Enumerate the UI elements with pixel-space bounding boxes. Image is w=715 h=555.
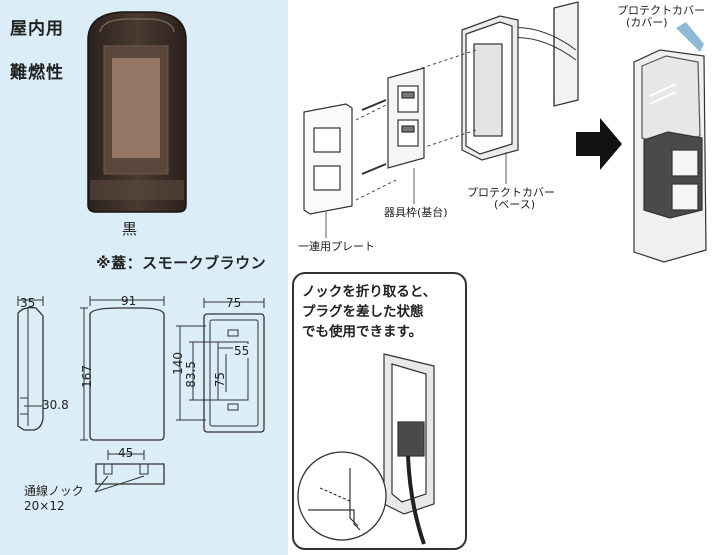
product-photo [87,11,187,213]
installed-cover-diagram [633,22,707,263]
dim-back-width: 75 [226,296,242,310]
cover-label-type: (カバー) [626,16,668,29]
dim-front-width: 91 [121,294,137,308]
cover-label-name: プロテクトカバー [617,4,705,17]
knock-label: 通線ノック 20×12 [24,484,84,514]
callout-line-3: でも使用できます。 [302,324,423,340]
base-label-name: プロテクトカバー [467,186,555,199]
knock-label-name: 通線ノック [24,484,84,498]
plug-in-use-illustration [297,353,435,545]
dim-back-inner-height: 83.5 [184,361,198,388]
base-label-type: (ベース) [494,198,536,211]
product-color: 黒 [122,220,138,238]
right-arrow-icon [576,118,622,170]
exploded-assembly-diagram [303,1,579,238]
down-arrow-icon [676,22,704,52]
knock-label-size: 20×12 [24,499,65,513]
callout-line-2: プラグを差した状態 [302,304,424,320]
callout-text: ノックを折り取ると、 プラグを差した状態 でも使用できます。 [302,282,436,342]
callout-line-1: ノックを折り取ると、 [302,284,437,300]
dim-side-bottom-depth: 30.8 [42,398,69,412]
cover-color-note: ※蓋：スモークブラウン [96,254,267,272]
flame-retardant-label: 難燃性 [10,63,64,83]
plate-label: 一連用プレート [298,240,375,253]
dim-front-height: 167 [80,365,94,388]
dim-side-depth: 35 [20,296,36,310]
knock-callout-box: ノックを折り取ると、 プラグを差した状態 でも使用できます。 [292,272,467,550]
indoor-use-label: 屋内用 [10,19,64,39]
dim-knock-spacing: 45 [118,446,134,460]
frame-label: 器具枠(基台) [384,206,448,219]
dim-back-height: 140 [171,352,185,375]
dim-back-inner-width: 55 [233,344,251,358]
dim-back-box-height: 75 [213,372,227,388]
